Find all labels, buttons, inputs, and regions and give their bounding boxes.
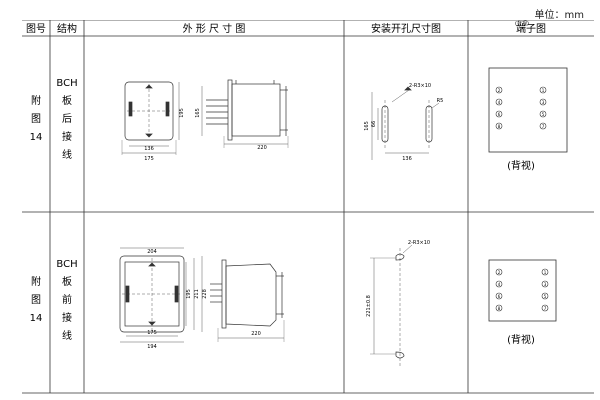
row1-struct-1: BCH	[56, 78, 77, 89]
row2-fig-1: 附	[31, 275, 41, 288]
row1-mount-h2: 66	[371, 121, 377, 127]
row2-mount-h: 221±0.8	[366, 295, 372, 317]
row2-struct-4: 接	[62, 311, 72, 324]
row1-fig-3: 14	[30, 132, 43, 143]
unit-label: 单位：mm	[534, 10, 584, 21]
row2-outline-drawing	[119, 247, 285, 343]
row2-mount-drawing	[370, 244, 413, 368]
row1-term-r1: 1	[542, 88, 545, 93]
row2-dim-depth: 220	[251, 331, 261, 337]
row1-terminal-drawing	[488, 67, 568, 153]
row2-term-l1: 2	[498, 270, 501, 275]
row1-outline-drawing	[121, 79, 289, 155]
row2-terminal-caption: (背视)	[507, 333, 535, 346]
row1-term-l4: 8	[498, 124, 501, 129]
row1-dim-front-h: 195	[179, 108, 185, 118]
row2-term-r2: 3	[544, 282, 547, 287]
row2-fig-2: 图	[31, 294, 41, 306]
row1-dim-front-outer: 175	[144, 156, 154, 162]
row2-term-r3: 5	[544, 294, 547, 299]
row1-dim-front-inner: 136	[144, 146, 154, 152]
table-grid	[22, 20, 594, 394]
row2-dim-front-outer: 194	[147, 344, 157, 350]
row1-mount-drawing	[371, 86, 440, 160]
row1-dim-side-h: 165	[195, 108, 201, 118]
row2-fig-3: 14	[30, 313, 43, 324]
row2-dim-h2: 211	[194, 289, 200, 299]
dimension-table: 图号 结构 外 形 尺 寸 图 安装开孔尺寸图 端子图 (背视) 附 图 14 …	[22, 20, 594, 394]
row2-term-r4: 7	[544, 306, 547, 311]
row2-dim-h3: 228	[202, 289, 208, 299]
header-fig: 图号	[26, 23, 46, 35]
row1-mount-h: 165	[364, 121, 370, 131]
row2-struct-3: 前	[62, 293, 72, 306]
row1-term-r4: 7	[542, 124, 545, 129]
header-outline: 外 形 尺 寸 图	[183, 22, 246, 35]
row2-struct-5: 线	[62, 329, 72, 342]
row2-dim-front-inner: 175	[147, 330, 157, 336]
row1-term-r2: 3	[542, 100, 545, 105]
row2-struct-1: BCH	[56, 259, 77, 270]
row1-struct-2: 板	[62, 94, 72, 107]
header-struct: 结构	[57, 22, 77, 35]
row1-term-r3: 5	[542, 112, 545, 117]
header-terminal-overlay: (背视)	[515, 20, 529, 27]
row1-mount-w: 136	[402, 156, 412, 162]
row1-term-l1: 2	[498, 88, 501, 93]
row1-struct-4: 接	[62, 130, 72, 143]
row2-term-l2: 4	[498, 282, 501, 287]
row1-term-l2: 4	[498, 100, 501, 105]
row2-term-r1: 1	[544, 270, 547, 275]
header-mount: 安装开孔尺寸图	[371, 22, 441, 35]
row1-fig-1: 附	[31, 94, 41, 107]
row1-struct-5: 线	[62, 148, 72, 161]
header-terminal: 端子图	[516, 22, 546, 35]
row2-terminal-drawing	[488, 259, 557, 322]
row1-dim-depth: 220	[257, 145, 267, 151]
row1-fig-2: 图	[31, 113, 41, 125]
row2-dim-h1: 195	[186, 289, 192, 299]
row2-term-l4: 8	[498, 306, 501, 311]
row2-term-l3: 6	[498, 294, 501, 299]
row1-mount-hole-r: R5	[437, 98, 444, 104]
row1-mount-hole-label: 2-R3×10	[409, 83, 431, 89]
row1-terminal-caption: (背视)	[507, 159, 535, 172]
row1-struct-3: 后	[62, 113, 72, 125]
row2-struct-2: 板	[62, 275, 72, 288]
row2-mount-hole-label: 2-R3×10	[408, 240, 430, 246]
row2-dim-front-top: 204	[147, 249, 157, 255]
row1-term-l3: 6	[498, 112, 501, 117]
